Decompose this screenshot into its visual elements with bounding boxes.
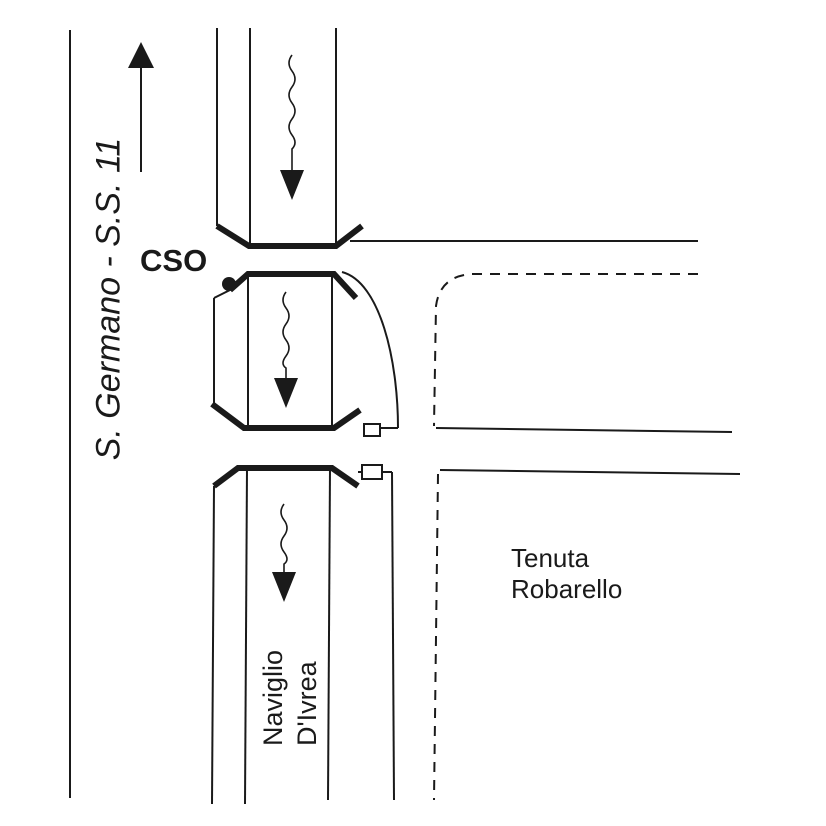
canal-segment-upper	[215, 28, 364, 249]
cso-label: CSO	[140, 243, 208, 278]
square-gate-icon	[361, 464, 383, 480]
canal-label-line-1: Naviglio	[258, 649, 288, 747]
road-line-middle	[435, 427, 733, 433]
canal-segment-lower	[211, 465, 360, 805]
wavy-arrow-down-icon	[274, 291, 298, 408]
estate-label: Tenuta Robarello	[511, 543, 622, 605]
dashed-path-upper	[433, 273, 698, 427]
road-line-lower	[439, 469, 741, 475]
arrow-up-icon	[128, 42, 154, 172]
side-channel-lower	[391, 471, 395, 801]
road-label: S. Germano - S.S. 11	[89, 137, 128, 461]
wavy-arrow-down-icon	[272, 503, 296, 602]
dashed-path-lower	[433, 473, 439, 801]
canal-label-line-2: D'Ivrea	[292, 661, 322, 747]
estate-label-line-2: Robarello	[511, 574, 623, 604]
side-channel	[341, 271, 399, 429]
wavy-arrow-down-icon	[280, 54, 304, 200]
estate-label-line-1: Tenuta	[511, 543, 590, 573]
canal-label: Naviglio D'Ivrea	[256, 650, 324, 746]
canal-segment-middle	[210, 271, 362, 431]
square-gate-icon	[363, 423, 381, 437]
cso-point	[222, 277, 236, 291]
